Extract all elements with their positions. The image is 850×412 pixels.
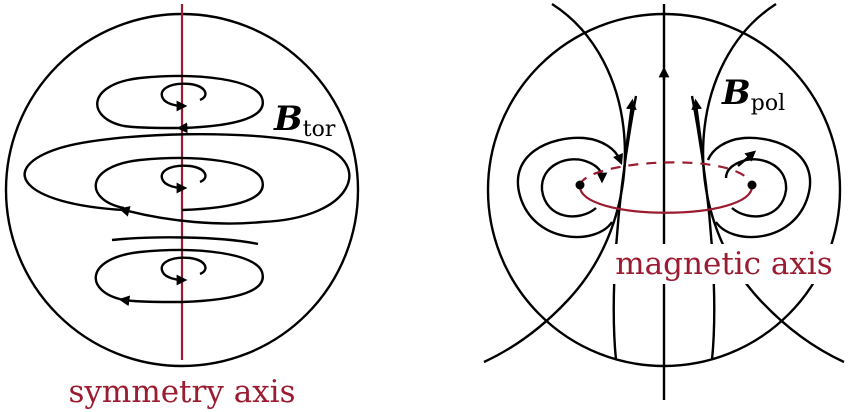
- b-pol-symbol: B: [721, 73, 751, 113]
- toroidal-loop-bottom: [94, 236, 264, 307]
- b-tor-subscript: tor: [303, 117, 336, 142]
- poloidal-field-panel: magnetic axis Bpol: [483, 2, 845, 400]
- b-tor-label: Btor: [273, 99, 336, 142]
- toroidal-loop-top: [96, 74, 264, 134]
- magnetic-axis-label: magnetic axis: [615, 246, 832, 282]
- poloidal-line-right-inner-arrow: [691, 98, 704, 151]
- poloidal-loops-left: [516, 136, 624, 239]
- toroidal-field-panel: Btor symmetry axis: [4, 4, 360, 410]
- poloidal-line-left-inner-arrow: [624, 98, 637, 151]
- magnetic-axis-point-right: [747, 180, 757, 190]
- b-pol-label: Bpol: [721, 73, 785, 116]
- toroidal-loop-middle: [23, 132, 351, 225]
- magnetic-axis-ring-back: [578, 161, 754, 186]
- poloidal-line-left-outer: [483, 2, 627, 364]
- magnetic-axis-label-bg: [612, 244, 838, 284]
- poloidal-loops-right: [706, 136, 812, 239]
- b-pol-subscript: pol: [751, 91, 785, 116]
- poloidal-line-right-outer: [701, 2, 845, 364]
- magnetic-axis-point-left: [575, 180, 585, 190]
- magnetic-axis-ring-front: [578, 184, 754, 214]
- b-tor-symbol: B: [273, 99, 303, 139]
- symmetry-axis-label: symmetry axis: [69, 374, 296, 410]
